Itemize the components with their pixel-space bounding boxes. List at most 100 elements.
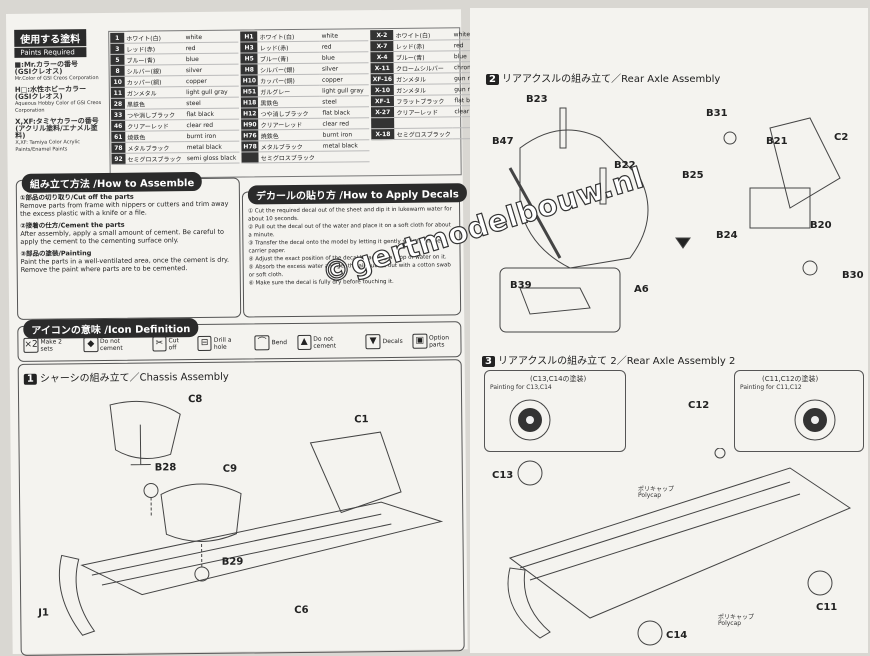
paint-code: H1 <box>240 31 258 43</box>
rear-axle-2-diagram <box>507 448 852 646</box>
paints-legend: ■:Mr.カラーの番号 (GSIクレオス) Mr.Color of GSI Cr… <box>14 60 106 154</box>
paint-code: 5 <box>110 54 125 66</box>
paint-code: H78 <box>241 140 259 153</box>
paint-code: X-7 <box>370 40 394 52</box>
paint-en: flat black <box>184 108 240 120</box>
paint-jp: ホワイト(白) <box>124 32 184 44</box>
icon-definition-item: ⌒Bend <box>254 335 287 351</box>
icon-glyph-icon: ⌒ <box>254 335 270 351</box>
wheel-c11-c12-diagram <box>794 399 836 441</box>
paint-en: burnt iron <box>184 130 240 142</box>
icon-definition-label: Option parts <box>428 333 450 349</box>
polycap-label-en-lower: Polycap <box>718 620 742 627</box>
paint-en <box>320 150 370 163</box>
wheel-c14-shape <box>637 620 663 646</box>
axle-part-b30 <box>802 260 818 276</box>
paint-jp: つや消しブラック <box>125 108 185 121</box>
icon-glyph-icon: ▲ <box>296 334 312 350</box>
legend-tamiya-type: (アクリル塗料/エナメル塗料) <box>15 124 98 140</box>
icon-definition-item: ▣Option parts <box>412 333 465 349</box>
paint-jp: セミグロスブラック <box>394 127 453 140</box>
paint-code: 78 <box>111 142 126 154</box>
paint-en: clear red <box>184 119 240 131</box>
part-label-c11: C11 <box>816 602 838 613</box>
part-label-a6: A6 <box>634 284 649 295</box>
icon-definition-item: ▲Do not cement <box>296 334 356 350</box>
axle-part-housing <box>519 129 649 269</box>
paints-title-en: Paints Required <box>14 47 87 58</box>
chassis-floor-ribs <box>91 513 392 586</box>
chassis-part-upper-left <box>109 400 181 460</box>
painting-box-c11-c12 <box>734 370 864 452</box>
paint-code <box>241 151 259 164</box>
part-label-c1: C1 <box>354 414 369 426</box>
paint-jp: ホワイト(白) <box>257 30 320 42</box>
paint-jp: ガンメタル <box>124 86 185 99</box>
paint-code: H18 <box>240 96 259 109</box>
wheel-c11-shape <box>807 570 833 596</box>
chassis-part-c1 <box>309 431 402 514</box>
arrow-right-icon <box>675 237 691 249</box>
part-label-c6: C6 <box>294 604 309 617</box>
paint-code: 46 <box>111 120 126 132</box>
paint-jp: 焼鉄色 <box>258 129 321 141</box>
paint-code: XF-1 <box>370 95 395 107</box>
paint-code: X-18 <box>371 128 395 140</box>
paint-code: X-2 <box>370 29 394 41</box>
paint-jp: クリアーレッド <box>394 105 453 118</box>
chassis-part-j1 <box>58 554 96 636</box>
paint-en: steel <box>184 97 239 109</box>
decals-title: デカールの貼り方 /How to Apply Decals <box>247 183 467 205</box>
part-label-c13: C13 <box>492 470 514 481</box>
paint-code: 33 <box>111 109 126 121</box>
paint-en: steel <box>320 95 369 108</box>
axle-part-b31 <box>723 131 737 145</box>
polycap-label-jp: ポリキャップ <box>638 486 675 493</box>
paint-en: burnt iron <box>320 128 370 141</box>
paint-code: H12 <box>240 107 259 120</box>
paint-code: X-27 <box>370 106 395 118</box>
icon-definition-label: Decals <box>382 337 403 346</box>
painting-box-c13-c14-sub: Painting for C13,C14 <box>490 384 552 391</box>
paint-code: X-4 <box>370 51 394 63</box>
paint-jp: レッド(赤) <box>257 41 320 53</box>
how-to-assemble-title: 組み立て方法 /How to Assemble <box>21 171 203 193</box>
paint-jp: レッド(赤) <box>124 42 184 55</box>
icon-definition-item: ✂Cut off <box>152 336 187 352</box>
chassis-part-b29-shape <box>194 566 210 582</box>
icon-definition-label: Do not cement <box>313 335 337 350</box>
part-label-b22: B22 <box>614 160 636 171</box>
paint-jp: ガルグレー <box>258 85 321 97</box>
howto-cut-text: Remove parts from frame with nippers or … <box>19 199 229 218</box>
icon-glyph-icon: ⊟ <box>197 335 212 352</box>
part-label-b47: B47 <box>492 136 514 147</box>
paint-jp: 黒鉄色 <box>258 96 321 108</box>
icon-definition-label: Do not cement <box>99 337 123 352</box>
paint-code: H10 <box>240 74 259 87</box>
part-label-c14: C14 <box>666 630 688 641</box>
legend-mr-color-en: Mr.Color of GSI Creos Corporation <box>14 75 99 82</box>
axle-part-b22 <box>599 167 607 205</box>
paint-code: 8 <box>110 65 125 77</box>
part-label-b30: B30 <box>842 270 864 281</box>
paint-code: X-10 <box>370 84 395 96</box>
wheel-c12-shape <box>714 448 726 459</box>
paint-en: light gull gray <box>320 84 369 97</box>
part-label-c12: C12 <box>688 400 710 411</box>
icon-glyph-icon: ▼ <box>365 334 381 350</box>
paint-en: flat black <box>320 106 370 119</box>
chassis-part-b28-shape <box>143 483 159 499</box>
paint-jp: ホワイト(白) <box>393 29 452 41</box>
paint-code: 11 <box>110 87 125 99</box>
chassis-stand <box>130 424 151 466</box>
paint-jp <box>394 116 453 129</box>
polycap-label-en: Polycap <box>638 492 662 499</box>
how-to-assemble-steps: ①部品の切り取り/Cut off the parts Remove parts … <box>20 192 235 274</box>
